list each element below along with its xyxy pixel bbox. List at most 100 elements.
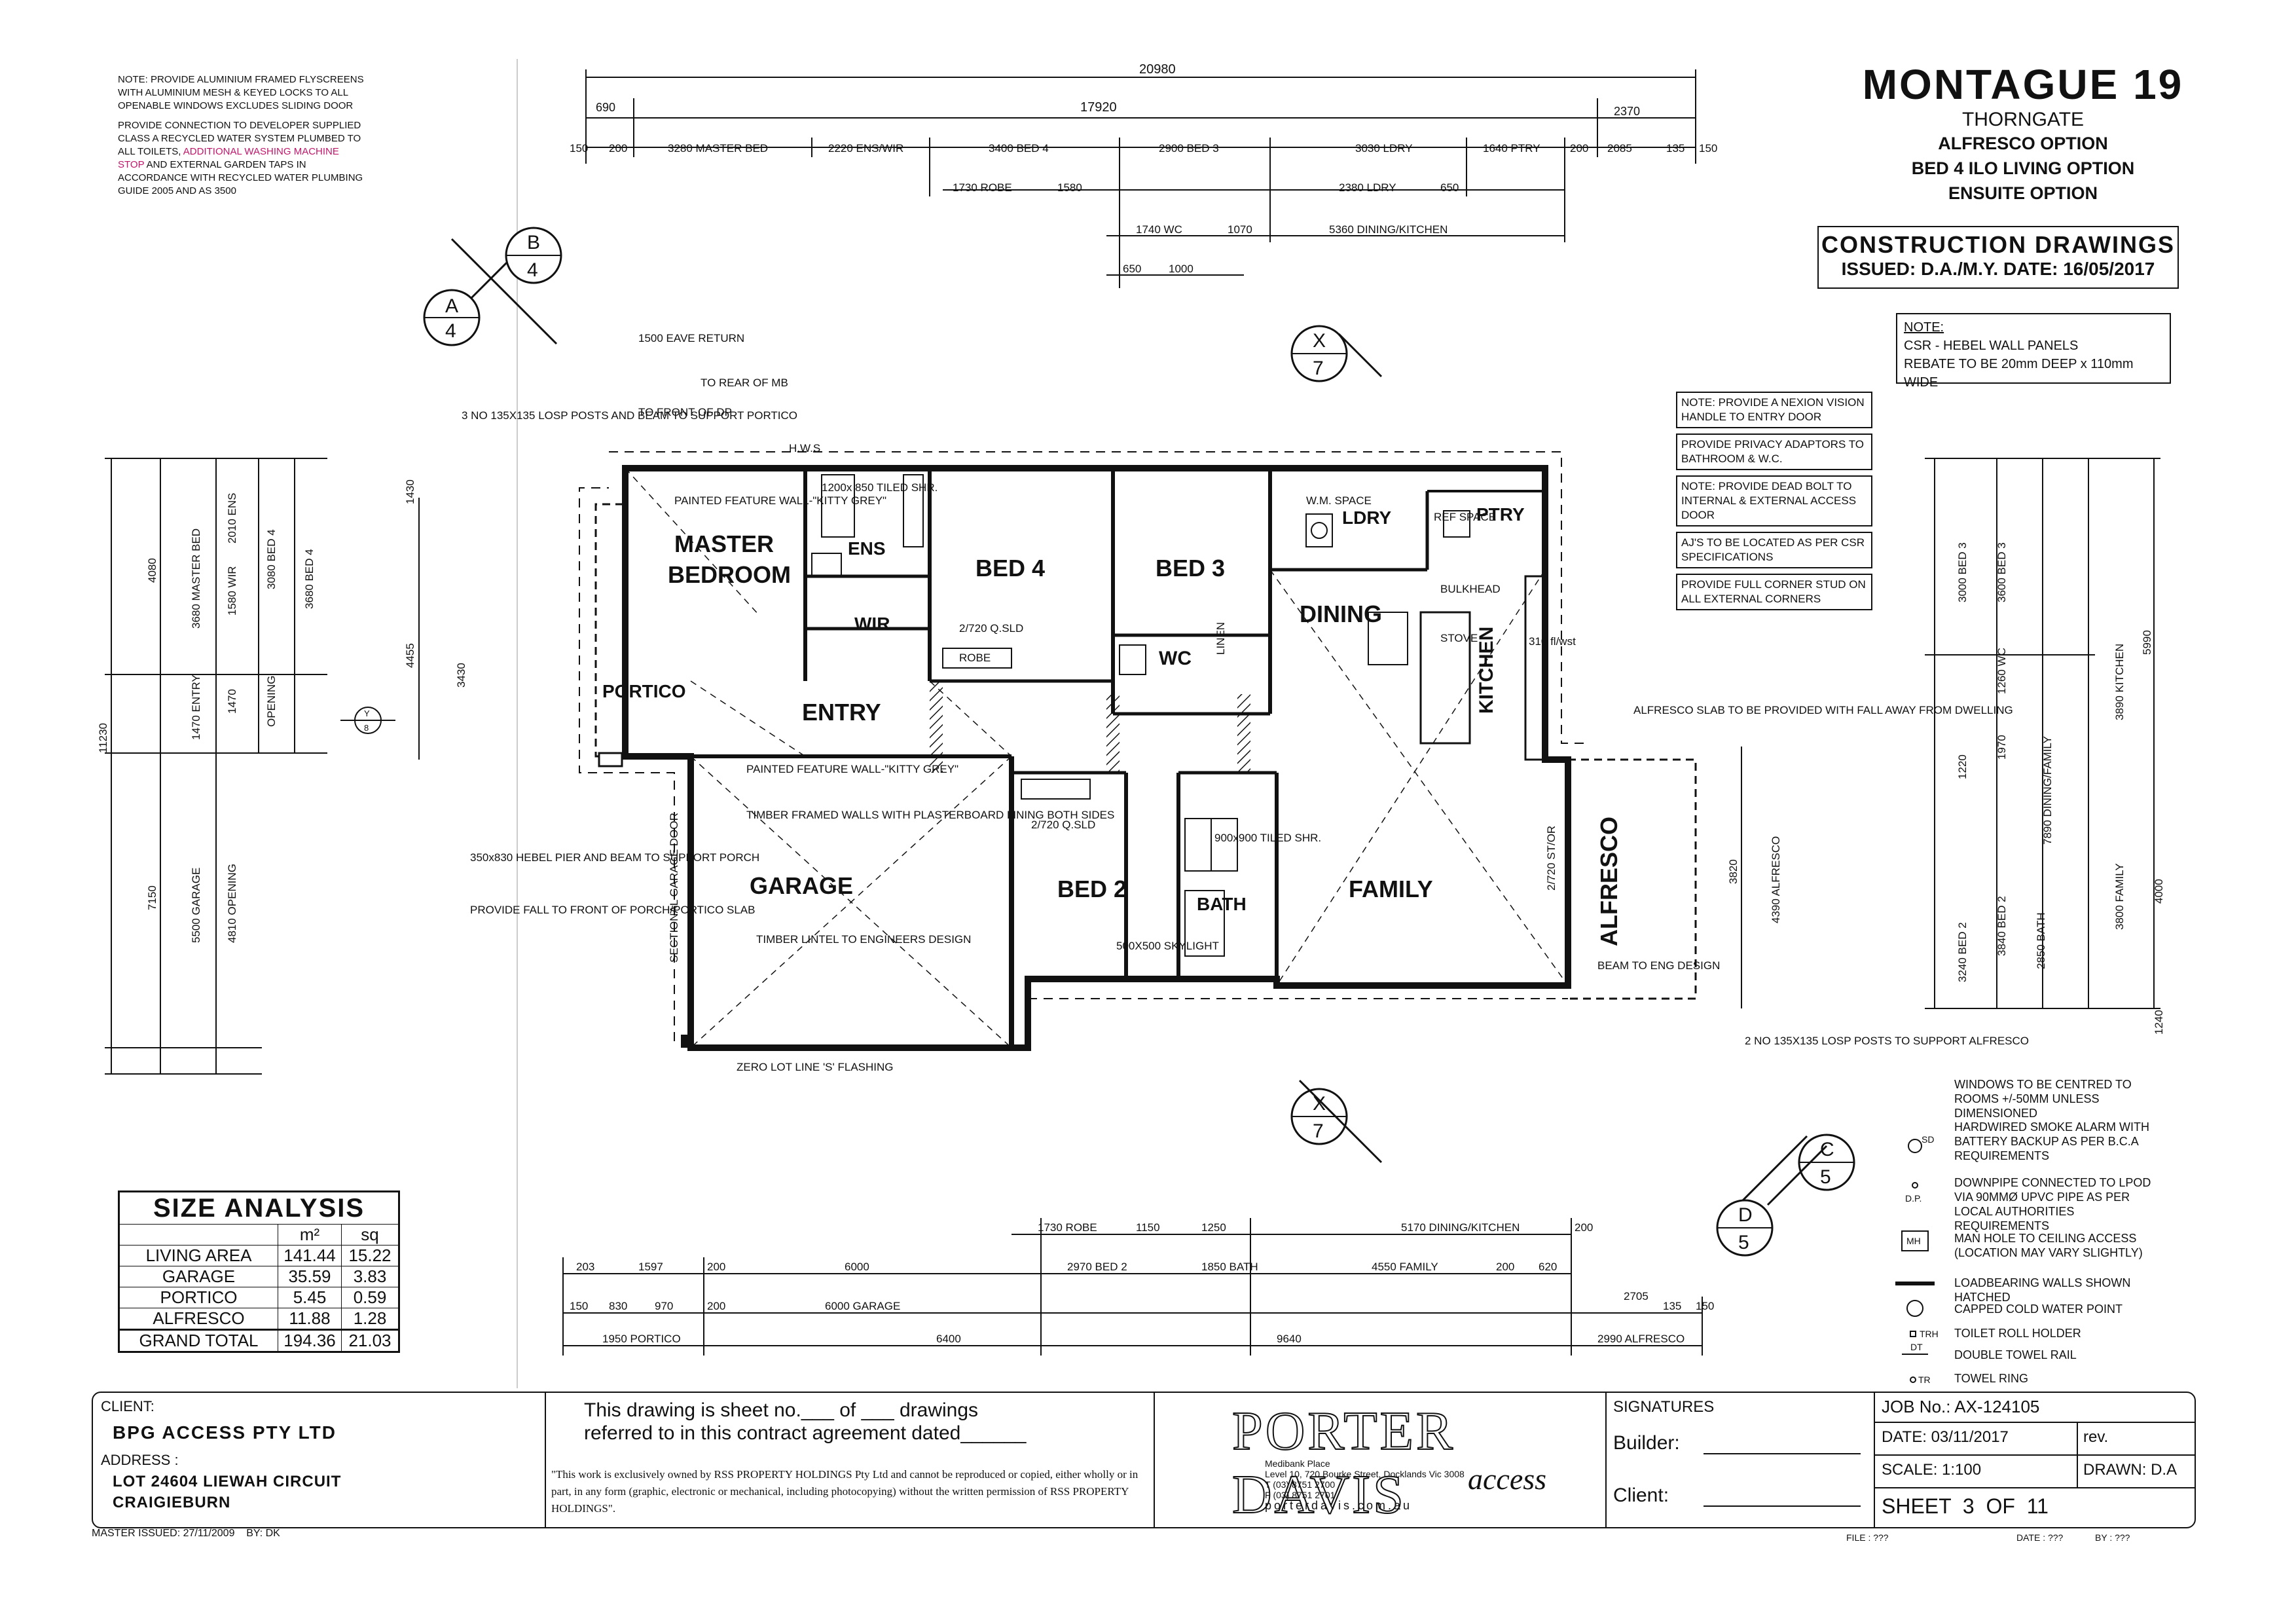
svg-text:3820: 3820 [1727, 859, 1740, 884]
title-block: CLIENT: BPG ACCESS PTY LTD ADDRESS : LOT… [92, 1392, 2196, 1528]
svg-text:1470 ENTRY: 1470 ENTRY [190, 674, 202, 740]
towel-ring-icon [1910, 1376, 1916, 1383]
svg-text:2010 ENS: 2010 ENS [226, 493, 238, 544]
issued-label: ISSUED: D.A./M.Y. DATE: 16/05/2017 [1841, 259, 2155, 279]
room-kitchen: KITCHEN [1476, 627, 1497, 714]
svg-text:4810 OPENING: 4810 OPENING [226, 864, 238, 943]
sheet-number: SHEET 3 OF 11 [1882, 1494, 2049, 1518]
note-flyscreens: NOTE: PROVIDE ALUMINIUM FRAMED FLYSCREEN… [118, 74, 364, 111]
manhole-icon [1901, 1230, 1929, 1251]
project-title: MONTAGUE 19 [1862, 61, 2184, 108]
water-point-icon [1906, 1300, 1923, 1317]
note-corner-stud: PROVIDE FULL CORNER STUD ON ALL EXTERNAL… [1676, 574, 1872, 610]
svg-text:3800 FAMILY: 3800 FAMILY [2113, 863, 2126, 930]
fixtures [811, 474, 1470, 957]
address-line-2: CRAIGIEBURN [113, 1494, 231, 1511]
svg-text:150: 150 [1696, 1300, 1714, 1312]
size-analysis-title: SIZE ANALYSIS [118, 1191, 399, 1225]
label-posts-portico: 3 NO 135X135 LOSP POSTS AND BEAM TO SUPP… [462, 409, 797, 422]
builder-signature-line [1704, 1453, 1861, 1454]
label-hebel-pier: 350x830 HEBEL PIER AND BEAM TO SUPPORT P… [470, 851, 759, 864]
label-shr-ens: 1200x 850 TILED SHR. [822, 481, 938, 494]
svg-text:3400 BED 4: 3400 BED 4 [989, 142, 1049, 155]
svg-text:TRH: TRH [1920, 1329, 1939, 1339]
label-rear-mb: TO REAR OF MB [701, 377, 788, 389]
svg-text:4: 4 [527, 259, 538, 281]
label-wm-space: W.M. SPACE [1306, 494, 1372, 507]
svg-text:1430: 1430 [404, 479, 416, 504]
svg-text:DT: DT [1910, 1342, 1923, 1352]
label-bulkhead: BULKHEAD [1440, 583, 1501, 595]
svg-text:A: A [445, 295, 458, 317]
smoke-alarm-icon [1908, 1139, 1922, 1153]
hebel-note: NOTE: CSR - HEBEL WALL PANELS REBATE TO … [1896, 313, 2171, 390]
svg-text:SD: SD [1922, 1134, 1934, 1145]
legend-water-point: CAPPED COLD WATER POINT [1954, 1302, 2123, 1316]
section-marker-y8: Y 8 [340, 707, 395, 734]
svg-text:11230: 11230 [97, 723, 109, 753]
svg-text:3280 MASTER BED: 3280 MASTER BED [668, 142, 768, 155]
svg-text:135: 135 [1666, 142, 1685, 155]
hatched-wall [1106, 694, 1120, 773]
svg-text:3840 BED 2: 3840 BED 2 [1995, 896, 2008, 956]
access-logo: access [1468, 1462, 1547, 1496]
room-labels: MASTER BEDROOM ENS WIR BED 4 BED 3 WC LD… [602, 504, 1622, 946]
legend-windows: WINDOWS TO BE CENTRED TO ROOMS +/-50MM U… [1954, 1078, 2132, 1120]
dim-2370: 2370 [1614, 105, 1640, 118]
option-1: ALFRESCO OPTION [1938, 134, 2108, 153]
option-2: BED 4 ILO LIVING OPTION [1911, 158, 2135, 178]
label-qsld-bed4: 2/720 Q.SLD [959, 622, 1023, 635]
dim-690: 690 [596, 101, 615, 114]
top-dim-row3: 1740 WC 1070 5360 DINING/KITCHEN [1136, 223, 1448, 236]
construction-drawings-box: CONSTRUCTION DRAWINGS ISSUED: D.A./M.Y. … [1817, 226, 2179, 289]
svg-text:3000 BED 3: 3000 BED 3 [1956, 542, 1969, 602]
label-linen: LINEN [1214, 622, 1227, 655]
client-section: CLIENT: BPG ACCESS PTY LTD ADDRESS : LOT… [93, 1393, 546, 1527]
room-ptry: PTRY [1476, 504, 1525, 525]
date-field: DATE : ??? [2016, 1532, 2064, 1543]
svg-text:1000: 1000 [1169, 263, 1194, 275]
toilet-roll-icon [1910, 1331, 1916, 1337]
room-bed2: BED 2 [1057, 876, 1127, 902]
top-dim-row2: 1730 ROBE 1580 2380 LDRY 650 [953, 181, 1459, 194]
room-garage: GARAGE [750, 872, 853, 899]
svg-text:1470: 1470 [226, 689, 238, 714]
builder-label: Builder: [1613, 1432, 1680, 1454]
svg-text:5: 5 [1820, 1166, 1831, 1188]
svg-text:650: 650 [1440, 181, 1459, 194]
label-hws: H.W.S [789, 442, 820, 454]
label-painted-2: PAINTED FEATURE WALL-"KITTY GREY" [746, 763, 958, 775]
svg-text:6000: 6000 [845, 1261, 869, 1273]
svg-text:7150: 7150 [146, 885, 158, 910]
top-dimensions [585, 69, 1696, 288]
room-wir: WIR [854, 614, 890, 634]
sheet-agreement: This drawing is sheet no.___ of ___ draw… [545, 1393, 1155, 1527]
room-ldry: LDRY [1342, 507, 1392, 528]
note-ajs: AJ'S TO BE LOCATED AS PER CSR SPECIFICAT… [1676, 532, 1872, 568]
svg-text:200: 200 [707, 1261, 725, 1273]
plan-annotations: PAINTED FEATURE WALL-"KITTY GREY" PAINTE… [462, 332, 2029, 1073]
svg-text:2850 BATH: 2850 BATH [2035, 912, 2047, 969]
room-dining: DINING [1300, 600, 1382, 627]
svg-text:B: B [527, 232, 540, 253]
signatures-section: SIGNATURES Builder: Client: [1605, 1393, 1875, 1527]
legend-smoke-alarm: HARDWIRED SMOKE ALARM WITH BATTERY BACKU… [1954, 1120, 2150, 1162]
svg-text:2990 ALFRESCO: 2990 ALFRESCO [1597, 1333, 1685, 1345]
svg-text:1730 ROBE: 1730 ROBE [1038, 1221, 1097, 1234]
svg-text:200: 200 [707, 1300, 725, 1312]
option-3: ENSUITE OPTION [1948, 183, 2098, 203]
label-water: 310 fl/wst [1529, 635, 1576, 648]
svg-text:C: C [1820, 1139, 1834, 1160]
label-alfresco-slab: ALFRESCO SLAB TO BE PROVIDED WITH FALL A… [1633, 704, 2013, 716]
label-sectional-door: SECTIONAL GARAGE DOOR [668, 813, 680, 963]
svg-text:3890 KITCHEN: 3890 KITCHEN [2113, 644, 2126, 720]
label-skylight: 500X500 SKYLIGHT [1116, 940, 1219, 952]
hatched-wall [1237, 694, 1250, 773]
svg-text:4550 FAMILY: 4550 FAMILY [1372, 1261, 1438, 1273]
